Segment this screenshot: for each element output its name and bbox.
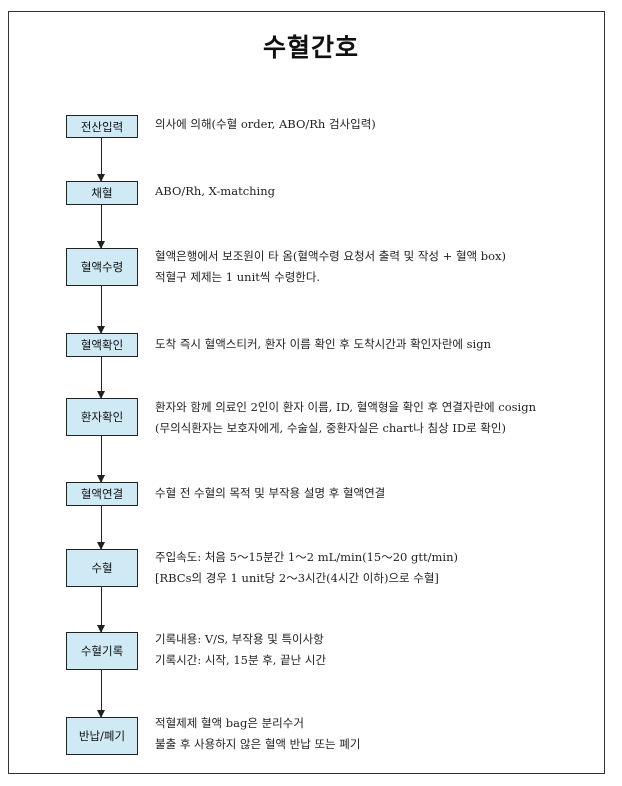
description-line: 혈액은행에서 보조원이 타 옴(혈액수령 요청서 출력 및 작성 + 혈액 bo… (155, 249, 507, 263)
description-line: 환자와 함께 의료인 2인이 환자 이름, ID, 혈액형을 확인 후 연결자란… (155, 400, 536, 414)
description-line: 수혈 전 수혈의 목적 및 부작용 설명 후 혈액연결 (155, 486, 386, 500)
flow-arrow (97, 670, 105, 718)
description-line: 적혈구 제제는 1 unit씩 수령한다. (155, 270, 321, 284)
flow-arrow (97, 205, 105, 249)
step-box-ehr-entry: 전산입력 (66, 115, 138, 138)
outer-frame (8, 11, 605, 774)
step-description: 적혈제제 혈액 bag은 분리수거 불출 후 사용하지 않은 혈액 반납 또는 … (155, 713, 360, 755)
step-box-patient-check: 환자확인 (66, 398, 138, 436)
step-box-blood-receipt: 혈액수령 (66, 248, 138, 286)
description-line: 기록내용: V/S, 부작용 및 특이사항 (155, 632, 324, 646)
step-description: 도착 즉시 혈액스티커, 환자 이름 확인 후 도착시간과 확인자란에 sign (155, 334, 491, 355)
flow-arrow (97, 587, 105, 633)
flow-arrow (97, 436, 105, 483)
description-line: 주입속도: 처음 5～15분간 1～2 mL/min(15～20 gtt/min… (155, 550, 458, 564)
step-box-blood-check: 혈액확인 (66, 333, 138, 357)
step-description: 혈액은행에서 보조원이 타 옴(혈액수령 요청서 출력 및 작성 + 혈액 bo… (155, 246, 506, 288)
step-description: 주입속도: 처음 5～15분간 1～2 mL/min(15～20 gtt/min… (155, 547, 458, 589)
flow-arrow (97, 357, 105, 399)
flow-arrow (97, 138, 105, 182)
description-line: 적혈제제 혈액 bag은 분리수거 (155, 716, 304, 730)
step-box-transfusion: 수혈 (66, 549, 138, 587)
step-box-blood-connect: 혈액연결 (66, 482, 138, 506)
step-description: 수혈 전 수혈의 목적 및 부작용 설명 후 혈액연결 (155, 483, 385, 504)
step-description: 의사에 의해(수혈 order, ABO/Rh 검사입력) (155, 114, 376, 135)
description-line: 기록시간: 시작, 15분 후, 끝난 시간 (155, 653, 327, 667)
description-line: 의사에 의해(수혈 order, ABO/Rh 검사입력) (155, 117, 376, 131)
step-description: ABO/Rh, X-matching (155, 181, 275, 202)
step-description: 기록내용: V/S, 부작용 및 특이사항 기록시간: 시작, 15분 후, 끝… (155, 629, 326, 671)
step-box-transfusion-record: 수혈기록 (66, 632, 138, 670)
description-line: (무의식환자는 보호자에게, 수술실, 중환자실은 chart나 침상 ID로 … (155, 421, 506, 435)
description-line: [RBCs의 경우 1 unit당 2～3시간(4시간 이하)으로 수혈] (155, 571, 439, 585)
description-line: ABO/Rh, X-matching (155, 184, 275, 198)
step-description: 환자와 함께 의료인 2인이 환자 이름, ID, 혈액형을 확인 후 연결자란… (155, 397, 536, 439)
step-box-blood-draw: 채혈 (66, 181, 138, 205)
flow-arrow (97, 506, 105, 550)
flow-arrow (97, 286, 105, 334)
description-line: 불출 후 사용하지 않은 혈액 반납 또는 폐기 (155, 737, 361, 751)
page-title: 수혈간호 (262, 33, 359, 62)
step-box-return-disposal: 반납/폐기 (66, 717, 138, 755)
description-line: 도착 즉시 혈액스티커, 환자 이름 확인 후 도착시간과 확인자란에 sign (155, 337, 491, 351)
